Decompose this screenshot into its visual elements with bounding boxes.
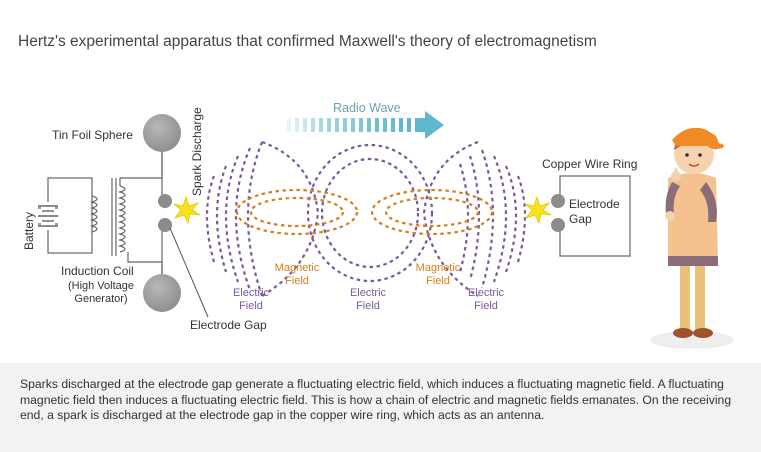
hertz-apparatus-diagram — [38, 111, 734, 349]
label-electrode-gap-right-1: Electrode — [569, 197, 620, 211]
copper-wire-ring — [550, 175, 631, 257]
radio-wave-arrow — [287, 111, 444, 139]
label-electric-field-3b: Field — [474, 300, 498, 312]
page-title: Hertz's experimental apparatus that conf… — [18, 33, 597, 50]
electric-field-lines — [205, 140, 527, 297]
label-electrode-gap-right-2: Gap — [569, 212, 592, 226]
tin-foil-sphere-bottom — [143, 226, 181, 312]
battery-icon — [38, 202, 58, 230]
label-spark-discharge: Spark Discharge — [190, 107, 204, 196]
label-electric-field-1a: Electric — [232, 287, 270, 299]
spark-icon-left — [173, 195, 201, 225]
label-high-voltage-2: Generator) — [74, 293, 128, 305]
label-magnetic-field-1b: Field — [285, 275, 309, 287]
electrode-ball-bottom — [158, 218, 172, 232]
description-text: Sparks discharged at the electrode gap g… — [0, 363, 761, 452]
label-tin-foil-sphere: Tin Foil Sphere — [52, 128, 133, 142]
label-magnetic-field-1a: Magnetic — [274, 262, 320, 274]
label-electric-field-2a: Electric — [349, 287, 387, 299]
spark-icon-right — [524, 195, 552, 225]
label-induction-coil: Induction Coil — [61, 264, 134, 278]
tin-foil-sphere-top — [143, 114, 181, 200]
electrode-gap-pointer — [169, 227, 209, 318]
label-magnetic-field-2b: Field — [426, 275, 450, 287]
label-electric-field-2b: Field — [356, 300, 380, 312]
label-copper-wire-ring: Copper Wire Ring — [542, 157, 638, 171]
label-electric-field-1b: Field — [239, 300, 263, 312]
label-magnetic-field-2a: Magnetic — [415, 262, 461, 274]
electrode-ball-top — [158, 194, 172, 208]
label-high-voltage-1: (High Voltage — [67, 280, 135, 292]
label-electric-field-3a: Electric — [467, 287, 505, 299]
magnetic-field-lines — [235, 188, 494, 236]
guide-character-illustration — [650, 127, 734, 349]
label-electrode-gap-left: Electrode Gap — [190, 318, 267, 332]
label-radio-wave: Radio Wave — [333, 101, 401, 115]
label-battery: Battery — [22, 211, 36, 250]
